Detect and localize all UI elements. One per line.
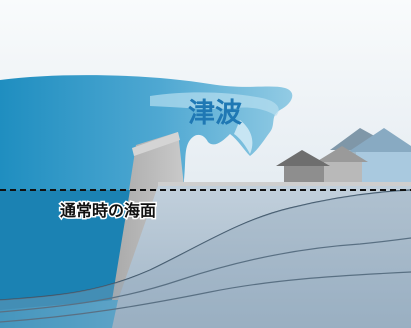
tsunami-label: 津波 — [188, 98, 243, 129]
seabed — [0, 190, 411, 328]
strata-lines — [0, 189, 411, 323]
strata-line-3 — [0, 271, 411, 323]
wave-foam — [234, 120, 253, 154]
wave-crest-highlight — [150, 92, 279, 116]
land-mass — [112, 186, 411, 328]
strata-line-1 — [0, 189, 411, 301]
seawall-top — [132, 132, 180, 156]
strata-line-2 — [0, 237, 411, 313]
normal-sea-level-label: 通常時の海面 — [60, 201, 156, 220]
sea-water — [0, 190, 130, 310]
